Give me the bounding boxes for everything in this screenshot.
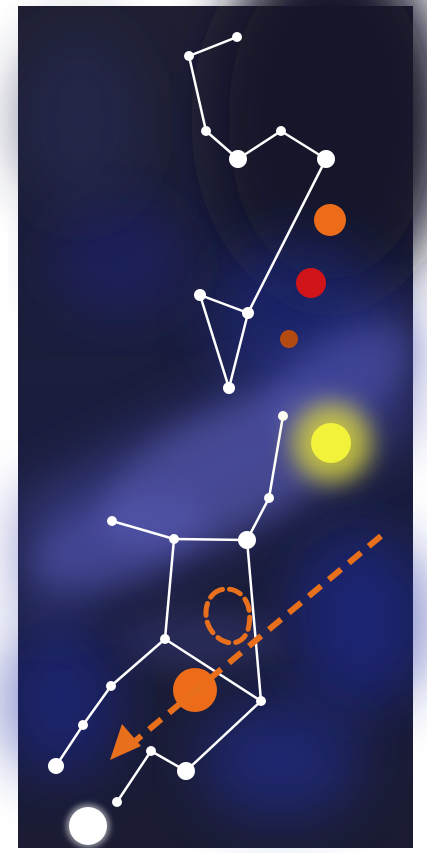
star — [317, 150, 335, 168]
star — [107, 516, 117, 526]
star — [242, 307, 254, 319]
dashed-loop — [203, 586, 253, 646]
star — [278, 411, 288, 421]
arrow-head — [110, 724, 141, 760]
constellation-stars — [48, 32, 335, 807]
star — [184, 51, 194, 61]
highlighted-objects — [66, 204, 372, 848]
star — [194, 289, 206, 301]
star — [223, 382, 235, 394]
star — [146, 746, 156, 756]
small-brown-star — [280, 330, 298, 348]
star — [106, 681, 116, 691]
trajectory-arrow — [120, 533, 383, 755]
star — [48, 758, 64, 774]
orange-star — [314, 204, 346, 236]
star — [201, 126, 211, 136]
annotations — [110, 533, 383, 760]
star — [232, 32, 242, 42]
star — [238, 531, 256, 549]
white-bright-star — [69, 807, 107, 845]
star — [276, 126, 286, 136]
red-star — [296, 268, 326, 298]
star — [169, 534, 179, 544]
star — [229, 150, 247, 168]
yellow-star — [311, 423, 351, 463]
star — [78, 720, 88, 730]
star — [160, 634, 170, 644]
constellation-line-cross — [163, 637, 263, 703]
star — [264, 493, 274, 503]
constellation-line-upper — [187, 35, 328, 390]
star — [112, 797, 122, 807]
star — [256, 696, 266, 706]
star — [177, 762, 195, 780]
